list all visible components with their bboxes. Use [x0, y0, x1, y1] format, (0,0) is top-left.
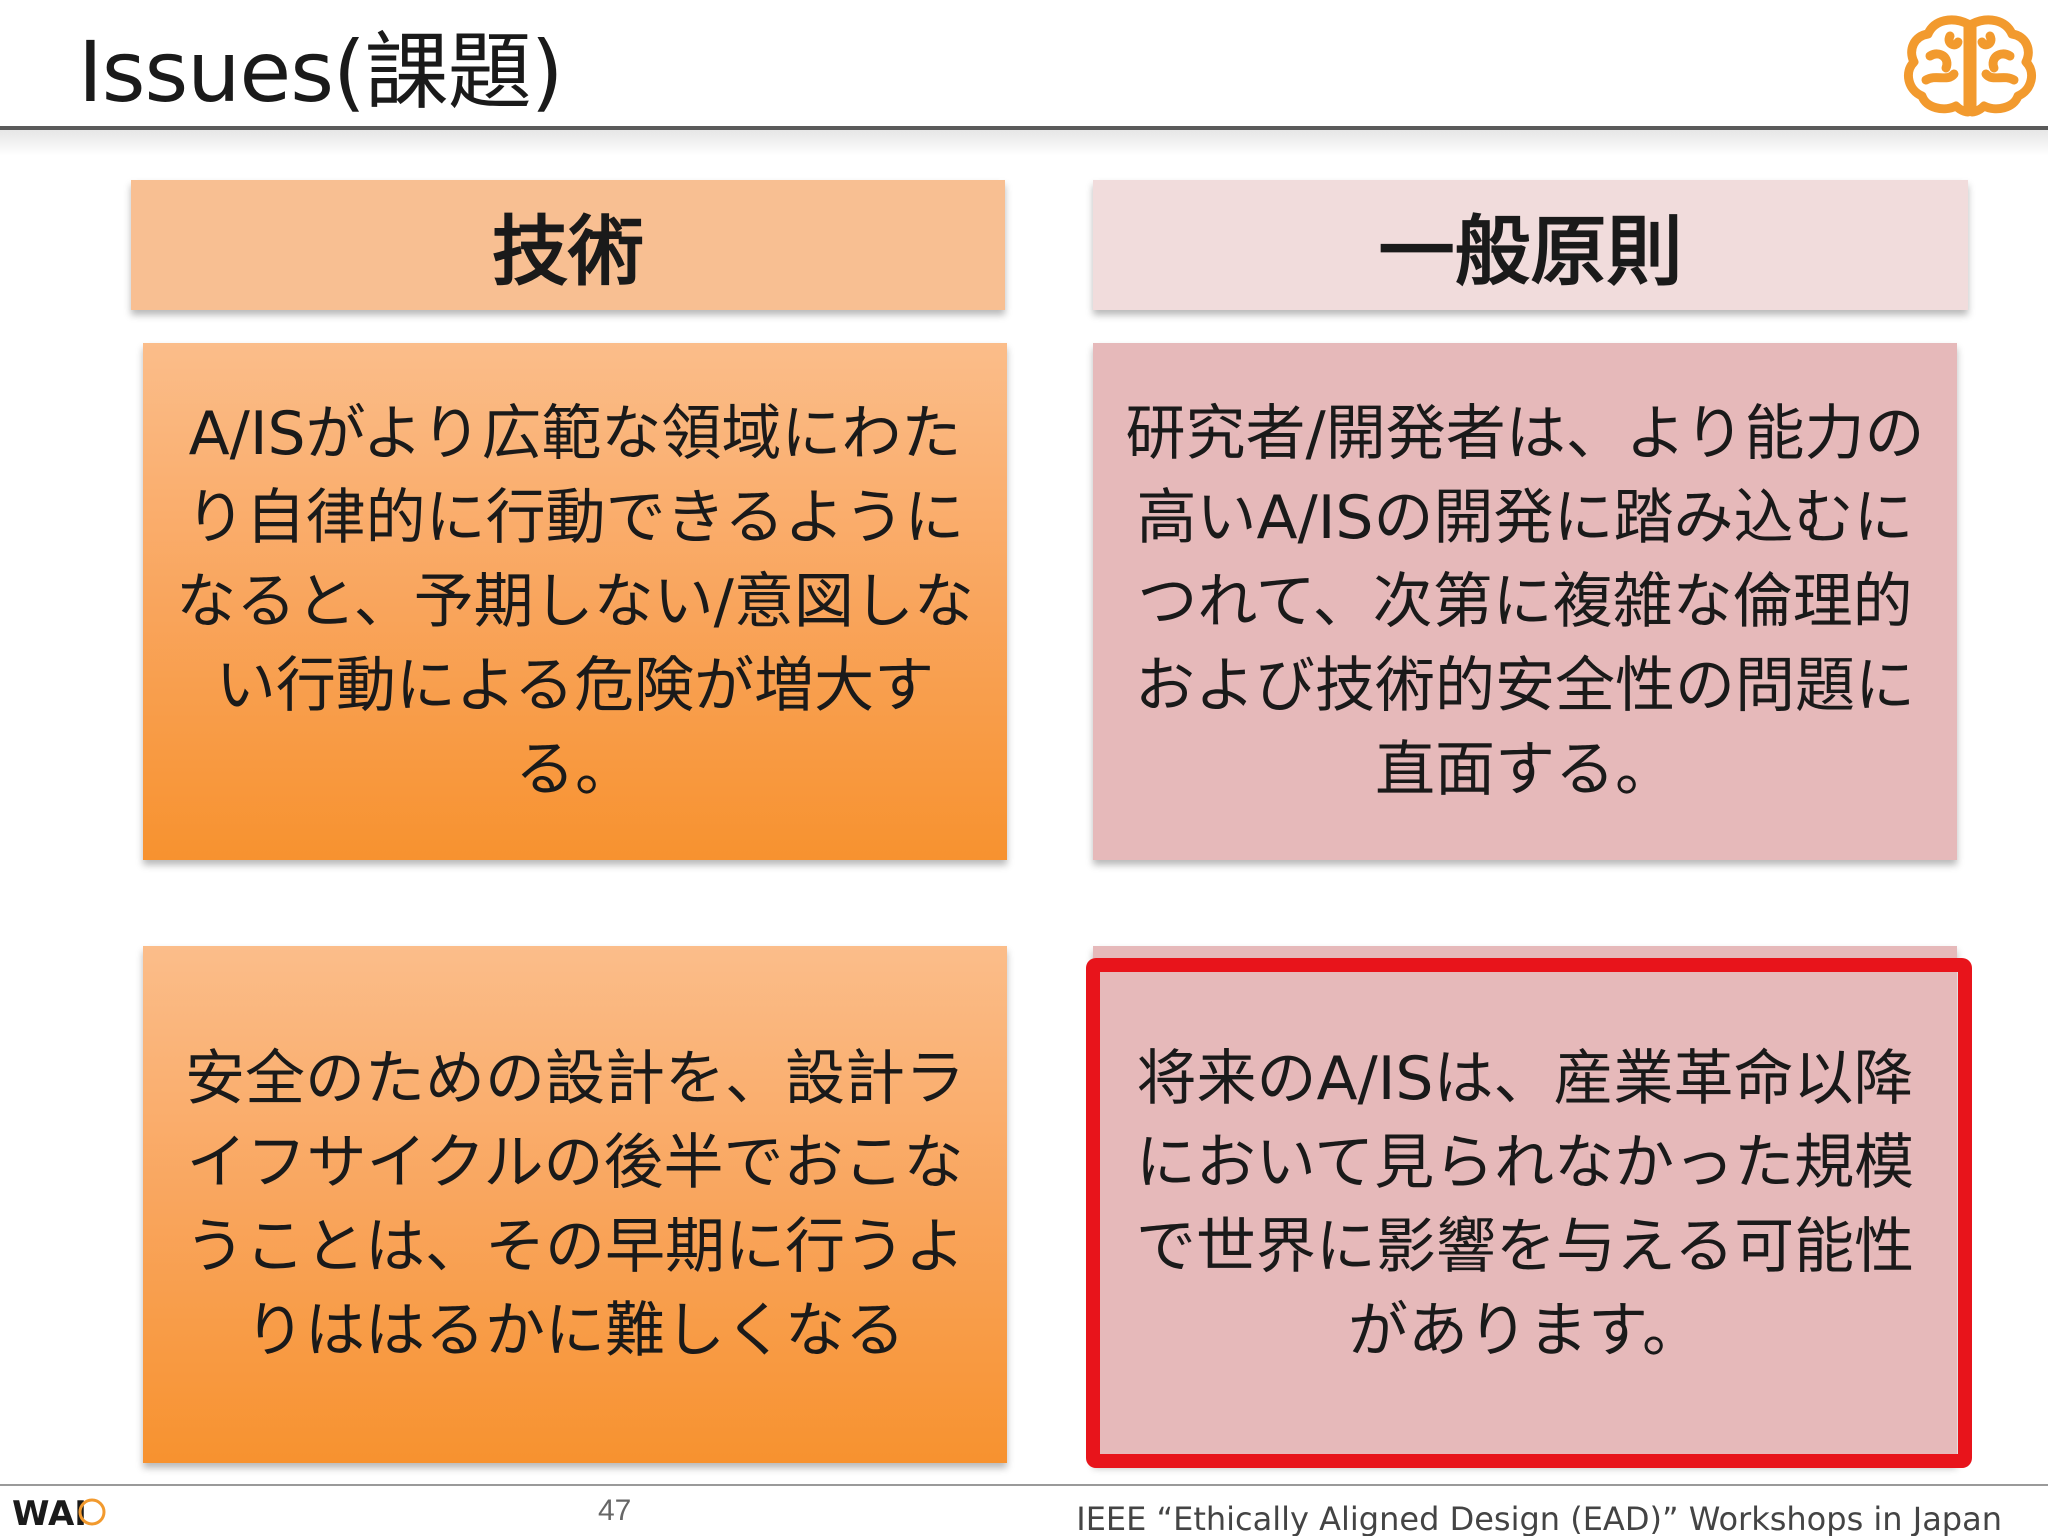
- highlight-frame: [1086, 958, 1972, 1468]
- cell-principles-top: 研究者/開発者は、より能力の高いA/ISの開発に踏み込むにつれて、次第に複雑な倫…: [1093, 343, 1957, 860]
- cell-text: 安全のための設計を、設計ライフサイクルの後半でおこなうことは、その早期に行うより…: [185, 1043, 965, 1366]
- footer-logo-text: WAI: [12, 1494, 87, 1532]
- page-number: 47: [598, 1494, 632, 1527]
- cell-technology-top: A/ISがより広範な領域にわたり自律的に行動できるようになると、予期しない/意図…: [143, 343, 1007, 860]
- title-divider: [0, 126, 2048, 130]
- column-header-general-principles: 一般原則: [1093, 180, 1968, 310]
- column-header-technology: 技術: [131, 180, 1005, 310]
- slide-title: Issues(課題): [78, 23, 564, 121]
- footer-text: IEEE “Ethically Aligned Design (EAD)” Wo…: [1076, 1500, 2002, 1536]
- cell-text: 研究者/開発者は、より能力の高いA/ISの開発に踏み込むにつれて、次第に複雑な倫…: [1125, 398, 1925, 805]
- cell-principles-bottom: 将来のA/ISは、産業革命以降において見られなかった規模で世界に影響を与える可能…: [1093, 946, 1957, 1463]
- title-divider-shadow: [0, 130, 2048, 156]
- cell-technology-bottom: 安全のための設計を、設計ライフサイクルの後半でおこなうことは、その早期に行うより…: [143, 946, 1007, 1463]
- cell-text: 将来のA/ISは、産業革命以降において見られなかった規模で世界に影響を与える可能…: [1135, 1043, 1915, 1366]
- brain-icon: [1903, 15, 2037, 117]
- cell-text: A/ISがより広範な領域にわたり自律的に行動できるようになると、予期しない/意図…: [176, 398, 974, 805]
- wai-logo: WAI: [12, 1494, 106, 1532]
- footer-divider: [0, 1484, 2048, 1486]
